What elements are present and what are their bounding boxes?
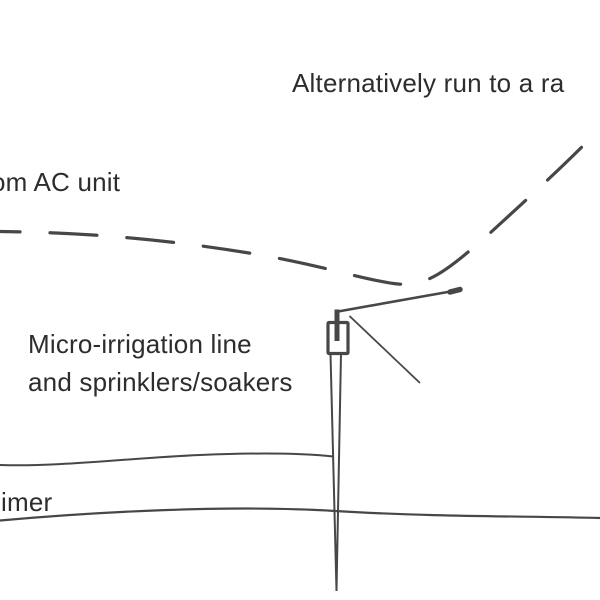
sprinkler-stake-spike (329, 353, 342, 592)
micro-irrigation-tube (337, 288, 460, 313)
label-alternative-route: Alternatively run to a ra (292, 68, 565, 98)
label-micro-irrigation-line2: and sprinklers/soakers (28, 367, 293, 397)
condensate-dashed-line (0, 130, 598, 286)
label-timer: imer (1, 487, 53, 517)
label-micro-irrigation: Micro-irrigation line and sprinklers/soa… (28, 325, 293, 401)
garden-bed-line (0, 452, 334, 467)
label-ac-unit: om AC unit (0, 167, 121, 197)
pointer-line (348, 315, 421, 384)
label-micro-irrigation-line1: Micro-irrigation line (28, 329, 252, 359)
sprinkler-head-body (326, 320, 350, 356)
micro-irrigation-tube-end (447, 286, 463, 295)
ground-line (0, 507, 600, 522)
